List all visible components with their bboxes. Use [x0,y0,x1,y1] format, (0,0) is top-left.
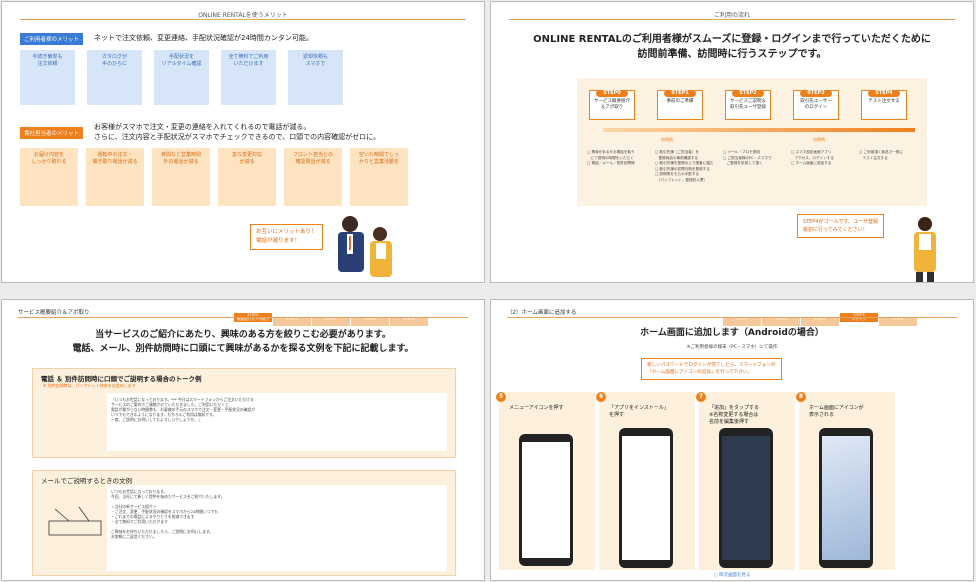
phone-screenshot [719,428,773,568]
phone-screen [622,436,670,560]
talk-example-title: 電話 ＆ 別件訪問時に口頭でご説明する場合のトーク例 [41,375,202,383]
login-notice: 新しいパスワードでログインが完了したら、スマートフォンの 「ホーム画面にアイコン… [641,358,782,380]
step-box: STEP4 テスト注文する [861,90,907,120]
talk-example-body: 「いつもお世話になっております。*** 今日はスマートフォンからご注文いただける… [107,393,447,451]
slide-header: ご利用の流れ [713,12,750,19]
header-divider [507,317,957,318]
step-label: サービスご説明＆ 取引先ユーザ登録 [730,99,766,110]
step-tab[interactable]: STEP2 [312,317,350,326]
staff-merit-card: 運転中の注文・ 聞き取り電話が減る [86,148,144,206]
step-bullet: □ スマホ設定画面アプリ アクセス、ログインする □ ホーム画面に追加する [791,150,834,165]
step-label: 事前のご準備 [666,99,694,104]
user-merit-card: 全て無料でご利用 いただけます [221,50,276,105]
step-tab[interactable]: STEP3 [351,317,389,326]
user-merit-card: 手続き簡単も 注文依頼 [20,50,75,105]
user-merit-tag: ご利用者様のメリット [20,33,84,45]
step-caption: 「追加」をタップする ※名称変更する場合は 名前を編集後押す [709,405,760,425]
staff-merit-card: フロント担当との 確認電話が減る [284,148,342,206]
laptop-hands-illustration [48,506,102,536]
talk-example-note: ※ 別件訪問時は、パンフレット持参をお奨めします [43,383,136,388]
progress-arrow [603,128,915,132]
business-people-illustration [338,216,392,277]
businesswoman-illustration [914,217,936,282]
step-tab[interactable]: STEP1 [762,317,800,326]
step-tab[interactable]: STEP4 [390,317,428,326]
step-caption: ホーム画面にアイコンが 表示される [809,405,864,418]
step-circle: 8 [796,392,806,402]
step-bullet: □ ツール・プロモ説明 □ ご担当者様のPC・スマホで ご登録を試用して頂く [723,150,772,165]
staff-merit-card: 夜間など営業時間 外の電話が減る [152,148,210,206]
phone-screen [722,436,770,560]
phase-before: 訪問前 [661,137,673,142]
email-example-title: メールでご説明するときの文例 [41,477,132,485]
step-tab[interactable]: STEP2 [801,317,839,326]
speech-bubble: お互いにメリットあり！ 電話が減ります！ [250,224,323,250]
email-example-body: いつもお世話になっております。 今回、当社にて新しく提供を始めたサービスをご紹介… [107,485,447,571]
intro-title-2: 電話、メール、別件訪問時に口頭にて興味があるかを探る文例を下記に記載します。 [72,344,414,354]
step-number: STEP2 [732,90,764,97]
step-caption: メニューアイコンを押す [509,405,564,411]
step-number: STEP4 [868,90,900,97]
phone-screenshot [519,434,573,566]
phone-screen [522,442,570,558]
step-circle: 5 [496,392,506,402]
step-number: STEP1 [664,90,696,97]
step-number: STEP0 [596,90,628,97]
step-bullet: □ 取引先様（ご担当者）を 登録商品の事前確認する □ 取引先様を登録の上で調査… [655,150,714,182]
step-circle: 7 [696,392,706,402]
phone-screenshot [819,428,873,568]
staff-merit-tag: 貴社担当者のメリット [20,127,84,139]
step-box: STEP2 サービスご説明＆ 取引先ユーザ登録 [725,90,771,120]
slide-flow: ご利用の流れ ONLINE RENTALのご利用者様がスムーズに登録・ログインま… [490,1,974,283]
home-subtitle: ※ご利用者様の端末（PC・スマホ）にて操作 [686,345,778,350]
step-tab[interactable]: STEP0 [723,317,761,326]
user-merit-card: カタログが 手のひらに [87,50,142,105]
staff-merit-text-2: さらに、注文内容と手配状況がスマホでチェックできるので、口頭での内容確認がゼロに… [94,133,381,141]
phone-screen [822,436,870,560]
user-merit-card: 返却依頼も スマホで [288,50,343,105]
step-bullet: □ 興味があるかお電話を取り にて説明の時間をいただく □ 電話／メール／別件訪… [587,150,635,165]
user-merit-text: ネットで注文依頼、変更連絡、手配状況確認が24時間カンタン可能。 [94,34,313,42]
step-caption: 「アプリをインストール」 を押す [609,405,669,418]
step-bullet: □ ご利用頂く商品で一般に テスト注文する [859,150,904,160]
step-label: サービス概要紹介 ＆アポ取り [594,99,630,110]
phase-visit: 訪問時 [813,137,825,142]
step-label: 取引先ユーザー のログイン [800,99,832,110]
step-tab[interactable]: STEP1 [273,317,311,326]
staff-merit-card: 空いた時間でしっ かりと営業活動を [350,148,408,206]
step-tab[interactable]: STEP4 [879,317,917,326]
intro-title-1: 当サービスのご紹介にあたり、興味のある方を絞りこむ必要があります。 [95,330,391,340]
header-divider [20,19,466,20]
slide-header: ONLINE RENTALを使うメリット [198,12,288,19]
step-label: テスト注文する [868,99,900,104]
header-divider [18,317,468,318]
staff-merit-card: お届け内容を しっかり取れる [20,148,78,206]
staff-merit-text-1: お客様がスマホで注文・変更の連絡を入れてくれるので電話が減る。 [94,123,311,131]
step-box: STEP1 事前のご準備 [657,90,703,120]
goal-bubble: STEP4がゴールです。ユーザ登録 最初に行ってみてください！ [797,214,884,238]
talk-example-panel: 電話 ＆ 別件訪問時に口頭でご説明する場合のトーク例 ※ 別件訪問時は、パンフレ… [32,368,456,458]
user-merit-card: 手配状況を リアルタイム確認 [154,50,209,105]
email-example-panel: メールでご説明するときの文例 いつもお世話になっております。 今回、当社にて新し… [32,470,456,576]
flow-title-2: 訪問前準備、訪問時に行うステップです。 [637,49,827,60]
step-number: STEP3 [800,90,832,97]
header-divider [509,19,955,20]
step-box: STEP3 取引先ユーザー のログイン [793,90,839,120]
home-title: ホーム画面に追加します（Androidの場合） [640,328,824,338]
phone-screenshot [619,428,673,568]
slide-header: サービス概要紹介＆アポ取り [18,310,90,316]
step-box: STEP0 サービス概要紹介 ＆アポ取り [589,90,635,120]
slide-merits: ONLINE RENTALを使うメリット ご利用者様のメリット ネットで注文依頼… [1,1,485,283]
flow-title-1: ONLINE RENTALのご利用者様がスムーズに登録・ログインまで行っていただ… [533,34,931,45]
step-circle: 6 [596,392,606,402]
slide-header: （2）ホーム画面に追加する [507,310,577,316]
staff-merit-card: 急な変更対応 が減る [218,148,276,206]
toc-link[interactable]: ○ 目次画面を見る [713,573,751,578]
